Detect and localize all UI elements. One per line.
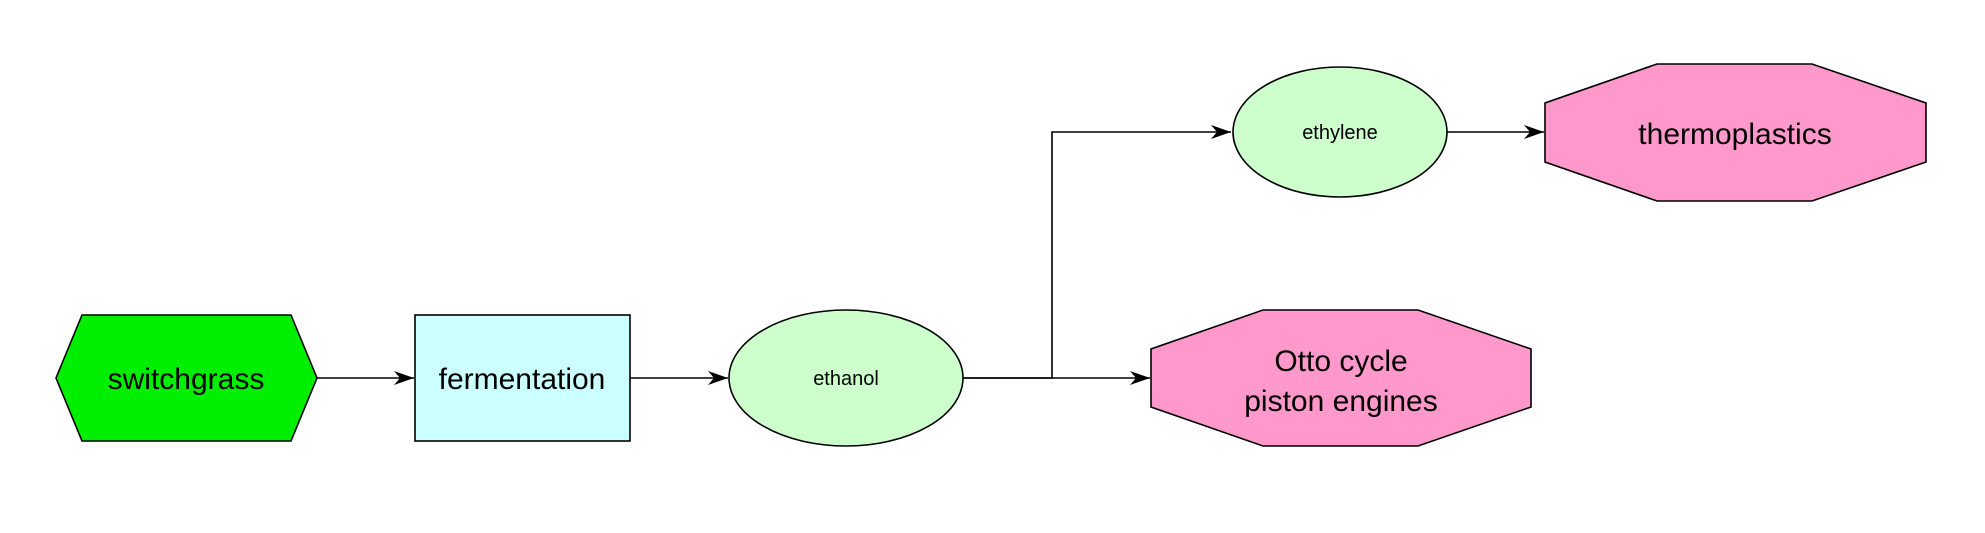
node-otto-cycle-label-line-2: piston engines [1244, 385, 1437, 418]
node-otto-cycle-label-line-1: Otto cycle [1274, 345, 1407, 378]
node-ethanol: ethanol [728, 309, 964, 447]
node-fermentation-label: fermentation [439, 363, 606, 396]
node-ethanol-shape [728, 309, 964, 447]
node-otto-cycle-shape [1150, 309, 1532, 447]
node-thermoplastics-label: thermoplastics [1638, 118, 1831, 151]
node-ethanol-label: ethanol [813, 368, 879, 390]
node-thermoplastics: thermoplastics [1544, 63, 1927, 202]
node-ethylene-label: ethylene [1302, 122, 1378, 144]
node-fermentation-shape [414, 314, 631, 442]
node-ethylene-shape [1232, 66, 1448, 198]
node-switchgrass-shape [55, 314, 318, 442]
node-ethylene: ethylene [1232, 66, 1448, 198]
node-switchgrass-label: switchgrass [108, 363, 265, 396]
node-fermentation: fermentation [414, 314, 631, 442]
node-otto-cycle: Otto cycle piston engines [1150, 309, 1532, 447]
edges [317, 125, 1544, 385]
node-switchgrass: switchgrass [55, 314, 318, 442]
node-thermoplastics-shape [1544, 63, 1927, 202]
